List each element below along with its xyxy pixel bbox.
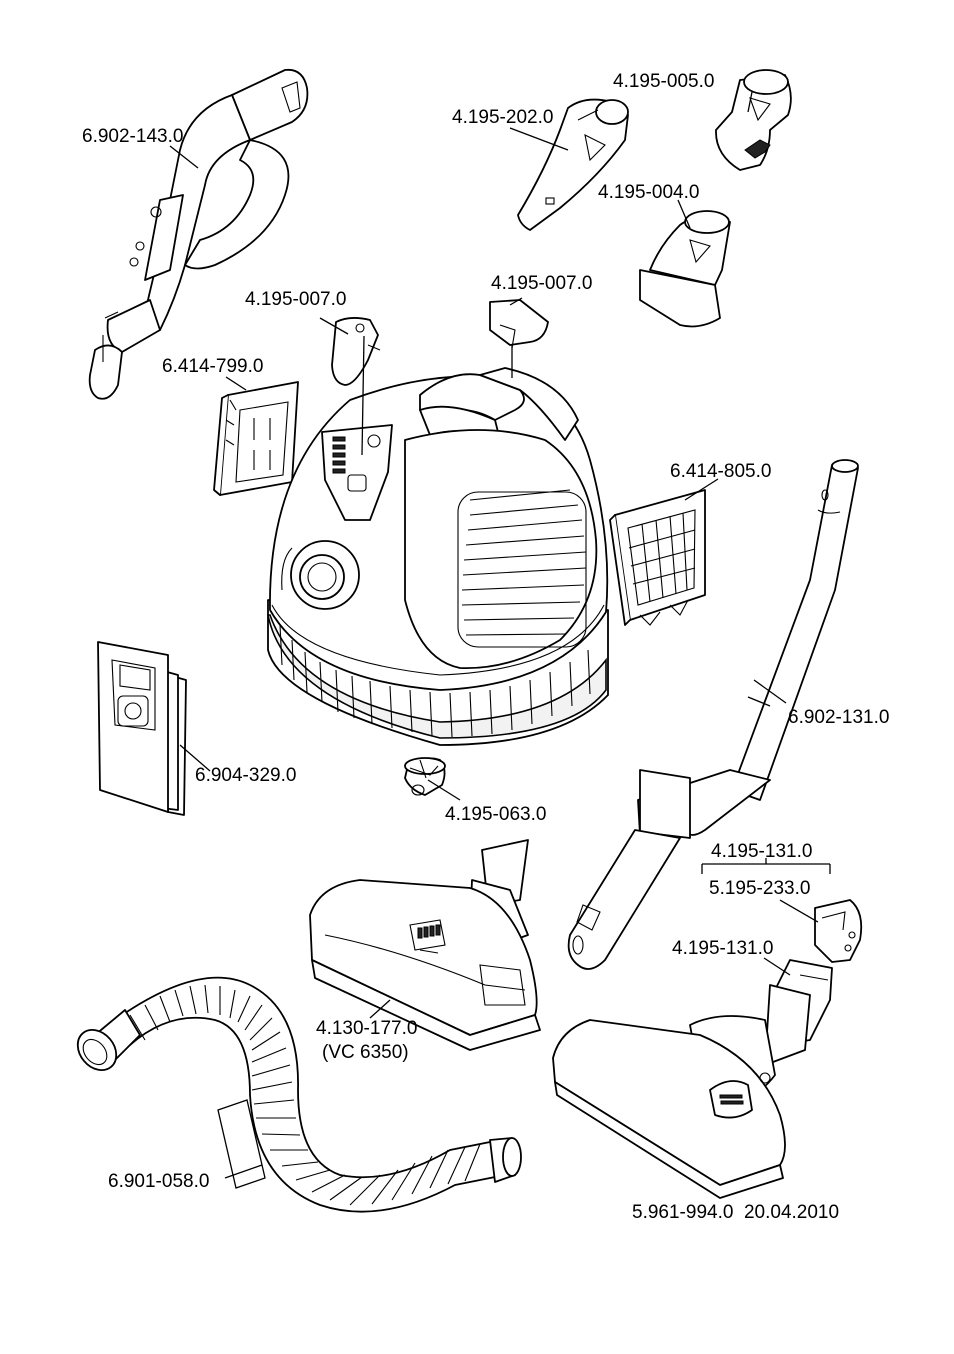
turbo-nozzle-drawing (309, 839, 541, 1051)
label-floor-nozzle-part-b: 5.195-233.0 (709, 878, 810, 899)
hand-grip-drawing (88, 68, 309, 400)
label-upholstery-brush: 4.195-005.0 (613, 71, 714, 92)
label-turbo-nozzle: 4.130-177.0 (316, 1018, 417, 1039)
label-hand-grip: 6.902-143.0 (82, 126, 183, 147)
label-suction-tube: 6.902-131.0 (788, 707, 889, 728)
label-hepa-filter: 6.414-805.0 (670, 461, 771, 482)
floor-nozzle-clip-drawing (814, 899, 863, 963)
cover-left-drawing (331, 317, 381, 386)
motor-filter-drawing (213, 381, 299, 496)
label-motor-filter: 6.414-799.0 (162, 356, 263, 377)
suction-tube-drawing (567, 459, 859, 970)
label-turbo-nozzle-model: (VC 6350) (322, 1042, 409, 1063)
label-floor-nozzle-part-a: 4.195-131.0 (711, 841, 812, 862)
leader-lines (169, 91, 831, 1189)
label-cover-left: 4.195-007.0 (245, 289, 346, 310)
cover-right-drawing (489, 299, 549, 349)
vacuum-body-drawing (267, 367, 609, 746)
label-castor: 4.195-063.0 (445, 804, 546, 825)
filter-bags-drawing (97, 641, 187, 816)
label-cover-right: 4.195-007.0 (491, 273, 592, 294)
suction-hose-drawing (76, 976, 522, 1213)
label-upholstery-nozzle: 4.195-004.0 (598, 182, 699, 203)
label-floor-nozzle: 4.195-131.0 (672, 938, 773, 959)
label-crevice-nozzle: 4.195-202.0 (452, 107, 553, 128)
crevice-nozzle-drawing (517, 98, 629, 231)
floor-nozzle-drawing (552, 959, 833, 1199)
label-suction-hose: 6.901-058.0 (108, 1171, 209, 1192)
label-filter-bags: 6.904-329.0 (195, 765, 296, 786)
upholstery-nozzle-drawing (639, 210, 731, 328)
document-id: 5.961-994.0 20.04.2010 (632, 1202, 839, 1223)
upholstery-brush-drawing (715, 69, 792, 171)
castor-drawing (404, 757, 446, 796)
hepa-filter-drawing (609, 489, 706, 626)
